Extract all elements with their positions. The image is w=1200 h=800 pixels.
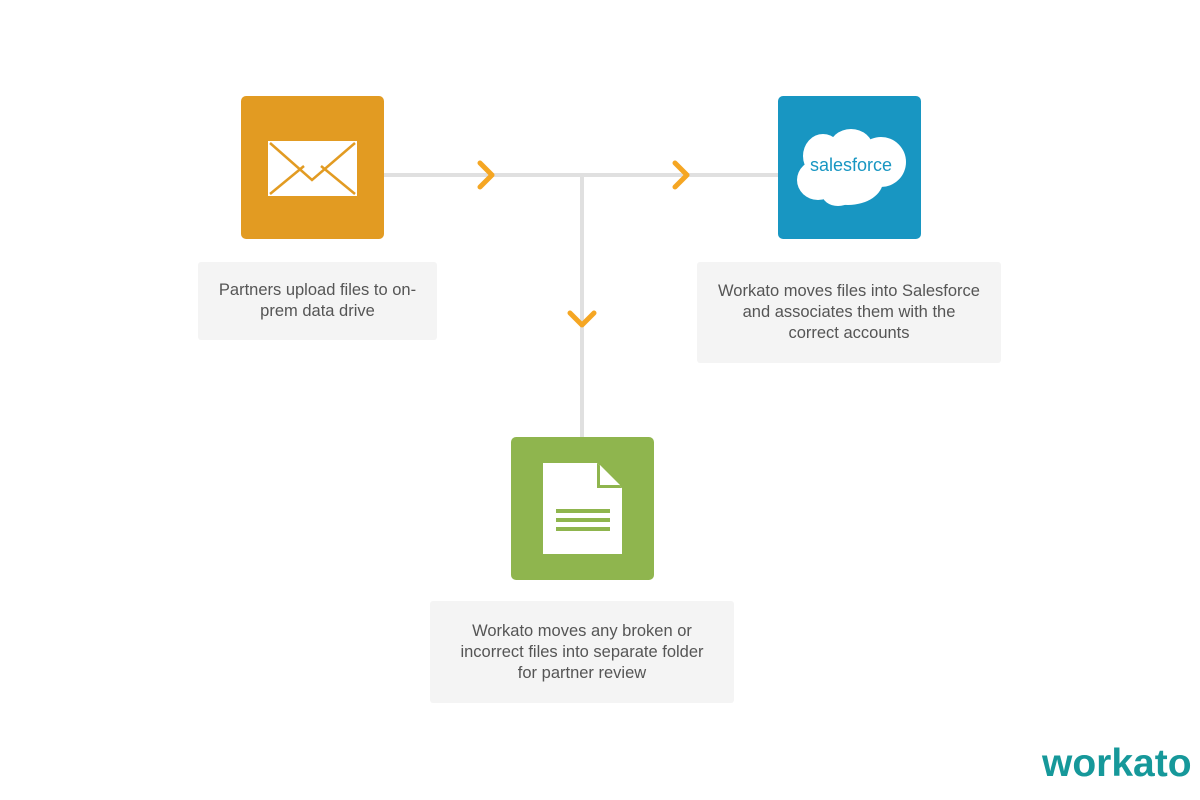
salesforce-tile: salesforce xyxy=(778,96,921,239)
workato-logo: workato xyxy=(1042,742,1192,785)
arrow-down-icon xyxy=(567,310,597,328)
step-caption-review: Workato moves any broken or incorrect fi… xyxy=(430,601,734,703)
arrow-right-icon xyxy=(477,160,495,190)
document-tile xyxy=(511,437,654,580)
email-tile xyxy=(241,96,384,239)
salesforce-logo-text: salesforce xyxy=(810,155,892,175)
arrow-right-icon xyxy=(672,160,690,190)
step-caption-salesforce: Workato moves files into Salesforce and … xyxy=(697,262,1001,363)
document-icon xyxy=(543,463,622,554)
step-caption-upload: Partners upload files to on-prem data dr… xyxy=(198,262,437,340)
envelope-icon xyxy=(268,141,357,196)
salesforce-cloud-icon: salesforce xyxy=(797,129,906,206)
